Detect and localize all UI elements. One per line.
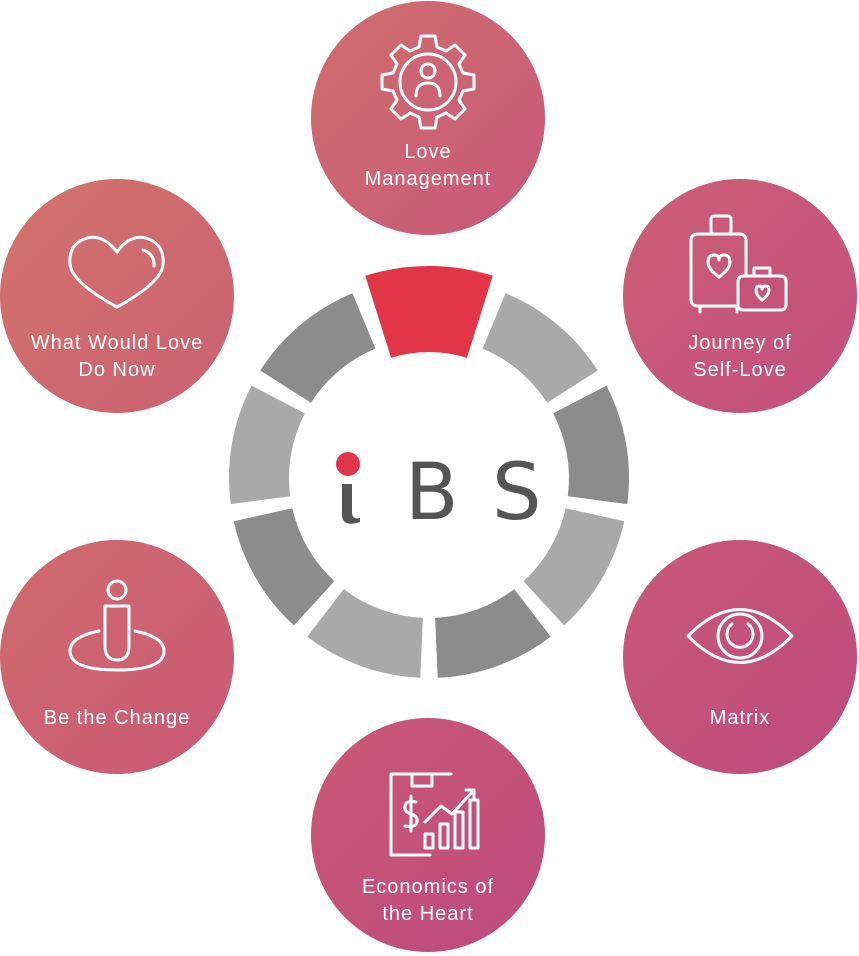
ring-segment xyxy=(233,508,335,626)
node-economics-of-the-heart[interactable]: Economics of the Heart xyxy=(311,718,545,952)
ring-segment xyxy=(307,589,423,678)
node-label: the Heart xyxy=(382,903,473,925)
logo-dot xyxy=(336,452,360,476)
ibs-logo: B S xyxy=(336,448,552,538)
logo-letter-s: S xyxy=(492,448,552,538)
finance-chart-icon xyxy=(391,774,478,855)
luggage-heart-icon xyxy=(691,216,786,312)
node-circle[interactable] xyxy=(0,540,234,774)
node-what-would-love-do-now[interactable]: What Would Love Do Now xyxy=(0,179,234,413)
node-label: Love xyxy=(404,141,451,163)
person-standing-icon xyxy=(70,581,164,670)
node-label: Do Now xyxy=(78,359,155,381)
ring-segment-active xyxy=(365,265,493,358)
node-label: Self-Love xyxy=(693,359,787,381)
ring-segment xyxy=(260,293,376,403)
node-be-the-change[interactable]: Be the Change xyxy=(0,540,234,774)
node-journey-of-self-love[interactable]: Journey of Self-Love xyxy=(623,179,857,413)
ring-segment xyxy=(523,508,625,626)
heart-icon xyxy=(70,237,163,307)
node-matrix[interactable]: Matrix xyxy=(623,540,857,774)
node-circle[interactable] xyxy=(311,1,545,235)
node-love-management[interactable]: Love Management xyxy=(311,1,545,235)
ibs-segment-ring xyxy=(228,265,630,678)
node-label: What Would Love xyxy=(31,332,204,354)
ring-segment xyxy=(228,385,305,505)
gear-person-icon xyxy=(382,36,474,128)
logo-i-stem xyxy=(342,484,360,524)
node-label: Journey of xyxy=(688,332,791,354)
node-circle[interactable] xyxy=(0,179,234,413)
eye-icon xyxy=(688,610,792,663)
ring-segment xyxy=(482,293,598,403)
ring-segment xyxy=(435,589,551,678)
node-label: Economics of xyxy=(362,876,494,898)
node-label: Matrix xyxy=(710,707,770,729)
node-label: Management xyxy=(365,168,492,190)
node-label: Be the Change xyxy=(44,707,190,729)
logo-letter-b: B xyxy=(405,448,469,538)
ring-segment xyxy=(553,385,630,505)
